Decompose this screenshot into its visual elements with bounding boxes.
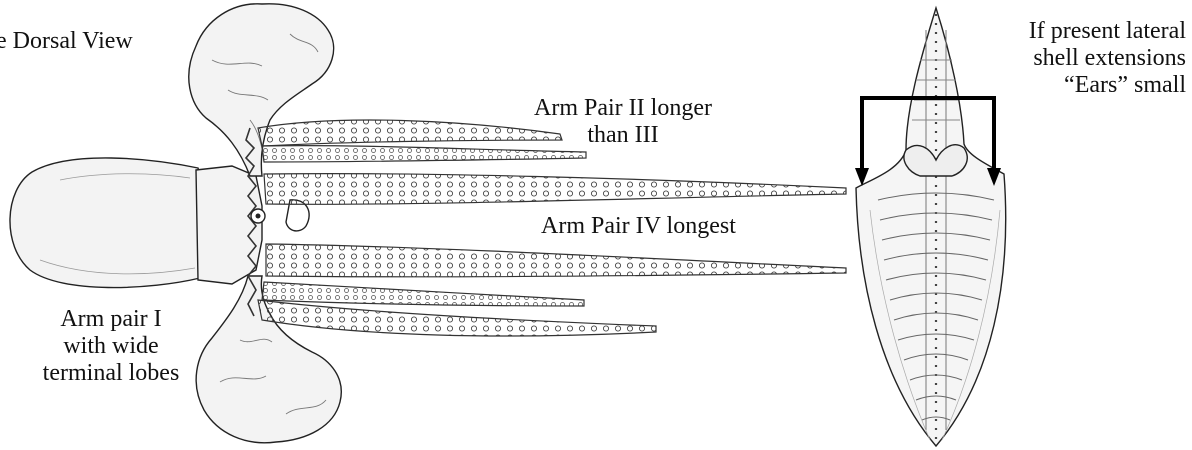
mantle: [10, 158, 208, 288]
arm-pair-i-label: Arm pair I with wide terminal lobes: [6, 306, 216, 387]
arm-iii-a: [262, 282, 584, 306]
arm-pair-iv-label: Arm Pair IV longest: [541, 213, 736, 240]
dorsal-view-label: e Dorsal View: [0, 28, 133, 55]
arm-iv-a: [264, 174, 846, 205]
arm-pair-ii-line-2: than III: [498, 122, 748, 149]
arm-pair-ii-line-1: Arm Pair II longer: [498, 95, 748, 122]
arm-iv-b: [266, 244, 846, 277]
arm-pair-i-line-1: Arm pair I: [6, 306, 216, 333]
shell-extensions-line-2: shell extensions: [940, 45, 1186, 72]
arm-pair-i-line-2: with wide: [6, 333, 216, 360]
arm-pair-ii-label: Arm Pair II longer than III: [498, 95, 748, 149]
head: [196, 166, 262, 284]
shell-extensions-label: If present lateral shell extensions “Ear…: [940, 18, 1186, 99]
shell-extensions-line-1: If present lateral: [940, 18, 1186, 45]
arm-pair-i-line-3: terminal lobes: [6, 360, 216, 387]
shell-extensions-line-3: “Ears” small: [940, 72, 1186, 99]
